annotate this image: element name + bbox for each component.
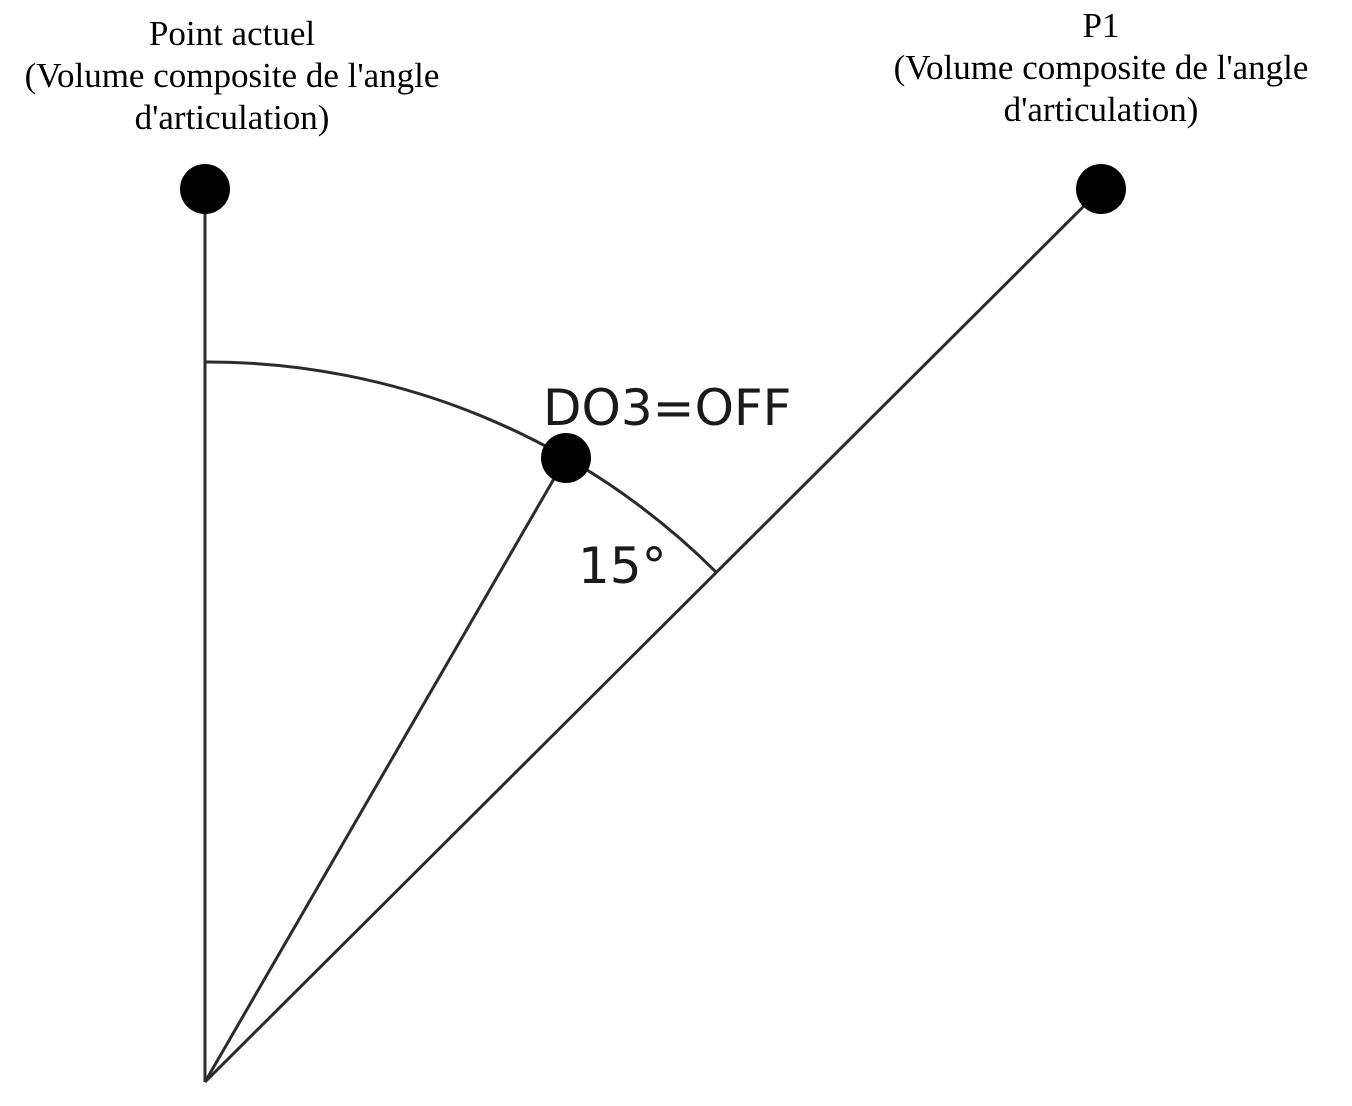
p1-label: P1 (Volume composite de l'angle d'articu… bbox=[894, 6, 1309, 129]
trigger-point-ray bbox=[203, 457, 568, 1083]
motion-arc bbox=[204, 360, 719, 575]
p1-title: P1 bbox=[1083, 6, 1120, 45]
current-point-title: Point actuel bbox=[149, 14, 315, 53]
p1-dot bbox=[1076, 164, 1126, 214]
trigger-point-dot bbox=[541, 433, 591, 483]
p1-subtitle-cont: d'articulation) bbox=[1004, 90, 1199, 129]
p1-ray bbox=[203, 187, 1103, 1084]
current-point-dot bbox=[180, 164, 230, 214]
angle-label: 15° bbox=[578, 537, 667, 595]
trigger-label: DO3=OFF bbox=[543, 379, 791, 437]
p1-subtitle: (Volume composite de l'angle bbox=[894, 48, 1309, 87]
current-point-subtitle: (Volume composite de l'angle bbox=[25, 56, 440, 95]
current-point-subtitle-cont: d'articulation) bbox=[135, 98, 330, 137]
current-point-label: Point actuel (Volume composite de l'angl… bbox=[25, 14, 440, 137]
